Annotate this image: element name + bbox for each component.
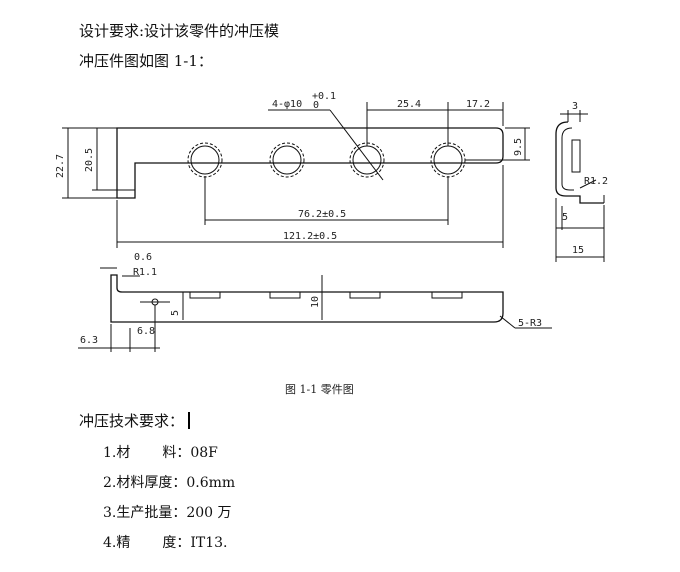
dim-pitch: 25.4 (397, 99, 421, 110)
dim-thickness: 0.6 (134, 252, 152, 263)
requirement-material-label: 1.材 (103, 445, 131, 461)
bottom-slots (189, 291, 463, 299)
side-view-profile (555, 121, 604, 204)
text-cursor (188, 412, 191, 429)
requirement-precision: 4.精 度：IT13. (103, 532, 228, 552)
part-drawing: 4-φ10 +0.1 0 25.4 17.2 22.7 20.5 9.5 76.… (55, 91, 608, 396)
dim-corner-radius: 5-R3 (518, 318, 542, 329)
hole-tolerance-upper: +0.1 (312, 91, 336, 102)
requirement-material-label-b: 料： (162, 445, 191, 461)
plate-outline (116, 127, 504, 199)
dim-side-radius: R1.2 (584, 176, 608, 187)
requirement-thickness-value: 0.6mm (186, 475, 236, 491)
dim-bottom-five: 5 (170, 310, 181, 316)
dim-height: 20.5 (84, 148, 95, 172)
requirement-precision-value: IT13. (190, 535, 228, 551)
requirement-material: 1.材 料：08F (103, 442, 218, 462)
dim-side-thickness: 3 (572, 101, 578, 112)
hole-2 (269, 142, 305, 178)
figure-caption: 图 1-1 零件图 (285, 383, 354, 396)
dim-bottom-radius: R1.1 (133, 267, 157, 278)
dim-side-width: 15 (572, 245, 584, 256)
dim-side-five: 5 (562, 212, 568, 223)
dim-edge: 17.2 (466, 99, 490, 110)
dim-bottom-6-8: 6.8 (137, 326, 155, 337)
intro-line-1: 设计要求:设计该零件的冲压模 (79, 22, 280, 40)
dim-overall-height: 22.7 (55, 154, 66, 178)
dim-span: 76.2±0.5 (298, 209, 346, 220)
requirement-precision-label: 4.精 (103, 535, 131, 551)
hole-4 (430, 142, 466, 178)
hole-3 (349, 142, 385, 178)
hole-tolerance-lower: 0 (313, 100, 319, 111)
requirement-material-value: 08F (190, 445, 218, 461)
requirement-thickness-label: 2.材料厚度： (103, 475, 187, 491)
hole-callout: 4-φ10 (272, 99, 302, 110)
dim-bottom-6-3: 6.3 (80, 335, 98, 346)
dim-hole-center: 9.5 (513, 138, 524, 156)
requirements-title: 冲压技术要求： (79, 410, 191, 431)
intro-line-2: 冲压件图如图 1-1： (79, 52, 213, 70)
requirements-title-text: 冲压技术要求： (79, 412, 185, 430)
requirement-precision-label-b: 度： (162, 535, 191, 551)
hole-1 (187, 142, 223, 178)
requirement-batch-value: 200 万 (186, 505, 232, 521)
dim-length: 121.2±0.5 (283, 231, 337, 242)
bottom-view-outline (110, 274, 504, 323)
requirement-thickness: 2.材料厚度：0.6mm (103, 472, 235, 492)
requirement-batch: 3.生产批量：200 万 (103, 502, 232, 522)
requirement-batch-label: 3.生产批量： (103, 505, 187, 521)
dim-bottom-ten: 10 (310, 296, 321, 308)
